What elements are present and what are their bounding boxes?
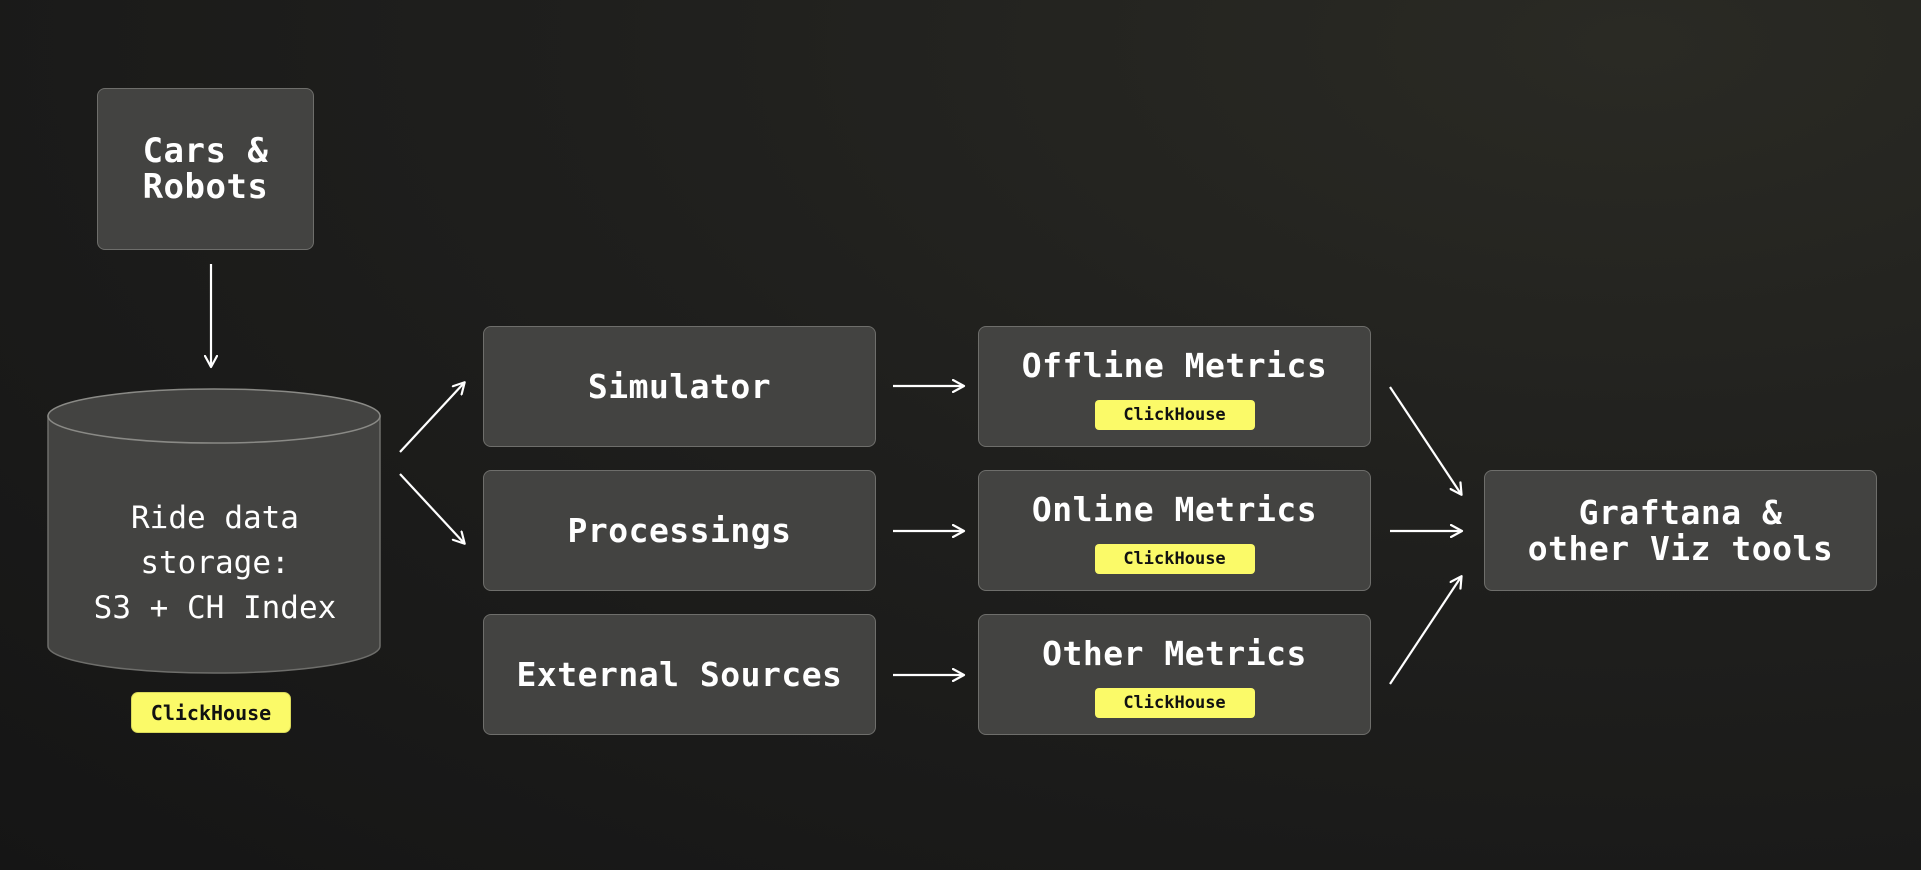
visualization-node-label: Graftana & other Viz tools bbox=[1527, 492, 1834, 568]
metrics-node-label: Offline Metrics bbox=[1021, 345, 1328, 385]
metrics-node-label: Online Metrics bbox=[1031, 489, 1318, 529]
source-node-cars-robots: Cars & Robots bbox=[97, 88, 314, 250]
visualization-node: Graftana & other Viz tools bbox=[1484, 470, 1877, 591]
clickhouse-badge: ClickHouse bbox=[1094, 687, 1255, 718]
storage-label: Ride data storage: S3 + CH Index bbox=[93, 500, 337, 626]
metrics-node-offline: Offline Metrics ClickHouse bbox=[978, 326, 1371, 447]
processor-node-label: Processings bbox=[567, 510, 792, 550]
clickhouse-badge: ClickHouse bbox=[1094, 543, 1255, 574]
processor-node-processings: Processings bbox=[483, 470, 876, 591]
arrow-offline-to-viz bbox=[1389, 386, 1461, 494]
arrow-other-to-viz bbox=[1389, 577, 1461, 685]
metrics-node-other: Other Metrics ClickHouse bbox=[978, 614, 1371, 735]
arrow-storage-to-processings bbox=[399, 473, 464, 543]
database-cylinder-icon bbox=[47, 388, 381, 674]
source-node-label: Cars & Robots bbox=[142, 131, 269, 207]
arrow-storage-to-simulator bbox=[399, 383, 464, 453]
processor-node-external-sources: External Sources bbox=[483, 614, 876, 735]
metrics-node-online: Online Metrics ClickHouse bbox=[978, 470, 1371, 591]
processor-node-label: External Sources bbox=[516, 654, 843, 694]
processor-node-simulator: Simulator bbox=[483, 326, 876, 447]
clickhouse-badge: ClickHouse bbox=[1094, 399, 1255, 430]
metrics-node-label: Other Metrics bbox=[1042, 633, 1307, 673]
processor-node-label: Simulator bbox=[587, 366, 772, 406]
storage-clickhouse-badge: ClickHouse bbox=[131, 692, 291, 733]
